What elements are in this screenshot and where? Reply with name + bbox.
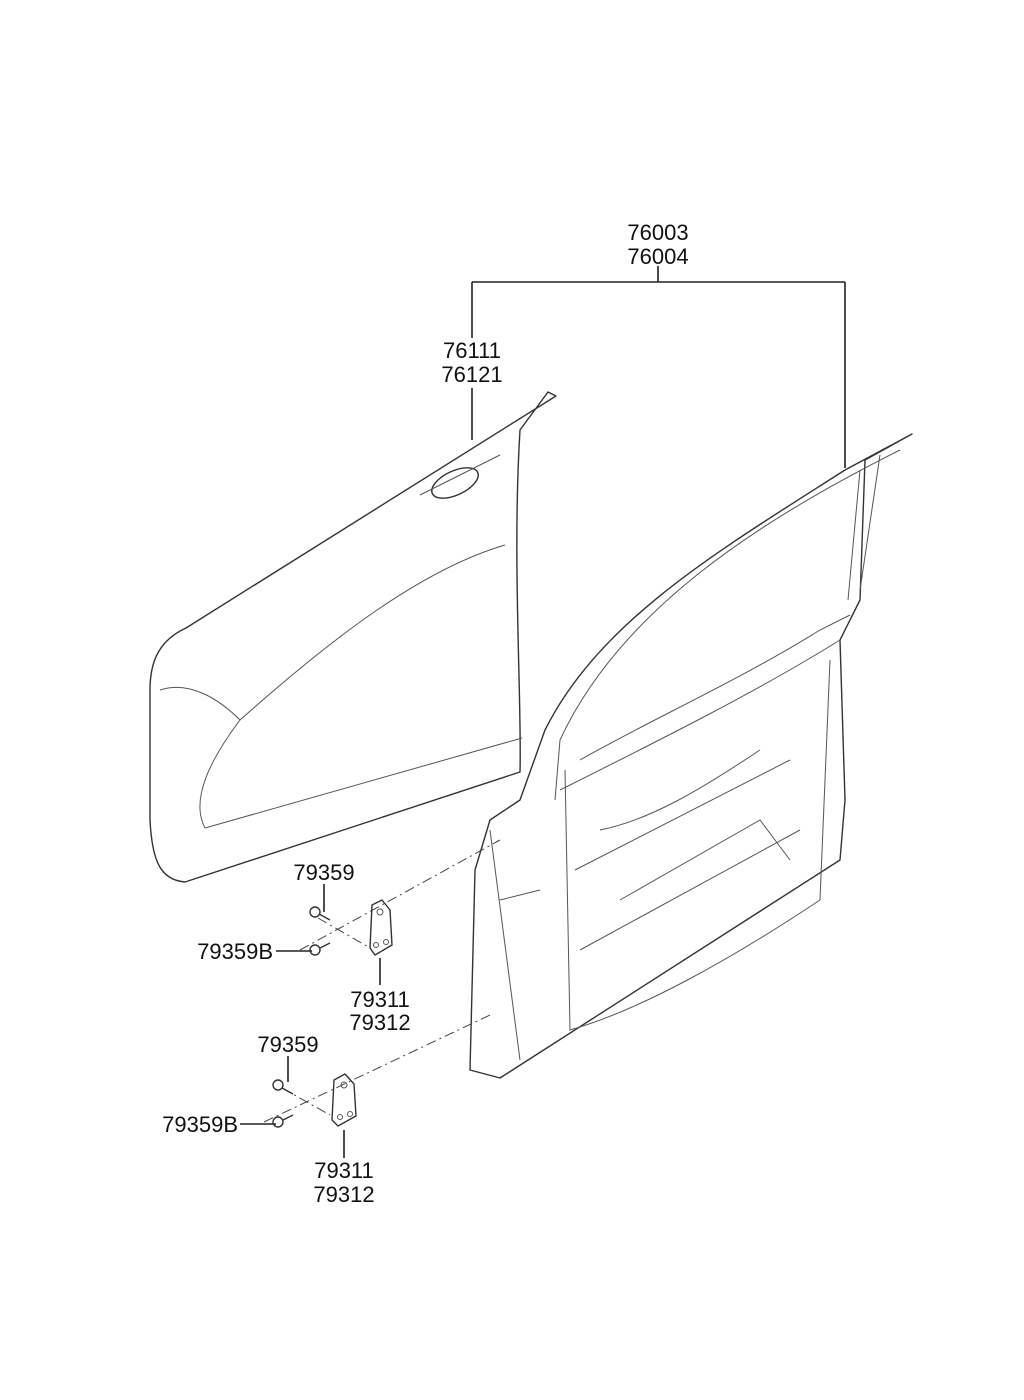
label-76121: 76121: [441, 362, 502, 387]
label-79312-upper: 79312: [349, 1010, 410, 1035]
lower-bolt: [272, 1079, 294, 1095]
label-76111: 76111: [443, 338, 501, 363]
outer-door-panel: [149, 391, 557, 883]
label-79312-lower: 79312: [313, 1182, 374, 1207]
label-79311-lower: 79311: [314, 1158, 374, 1183]
label-79359b-lower: 79359B: [162, 1112, 238, 1137]
label-79311-upper: 79311: [350, 987, 410, 1012]
label-76004: 76004: [627, 244, 688, 269]
upper-bolt-b: [309, 942, 331, 956]
lower-bolt-b: [272, 1114, 294, 1128]
upper-bolt: [309, 906, 331, 921]
door-inner-frame: [469, 433, 913, 1079]
label-76003: 76003: [627, 220, 688, 245]
upper-hinge: [369, 899, 393, 956]
lower-hinge: [331, 1073, 357, 1127]
leader-lines: [240, 266, 846, 1158]
label-79359-lower: 79359: [257, 1032, 318, 1057]
label-79359-upper: 79359: [293, 860, 354, 885]
label-79359b-upper: 79359B: [197, 939, 273, 964]
